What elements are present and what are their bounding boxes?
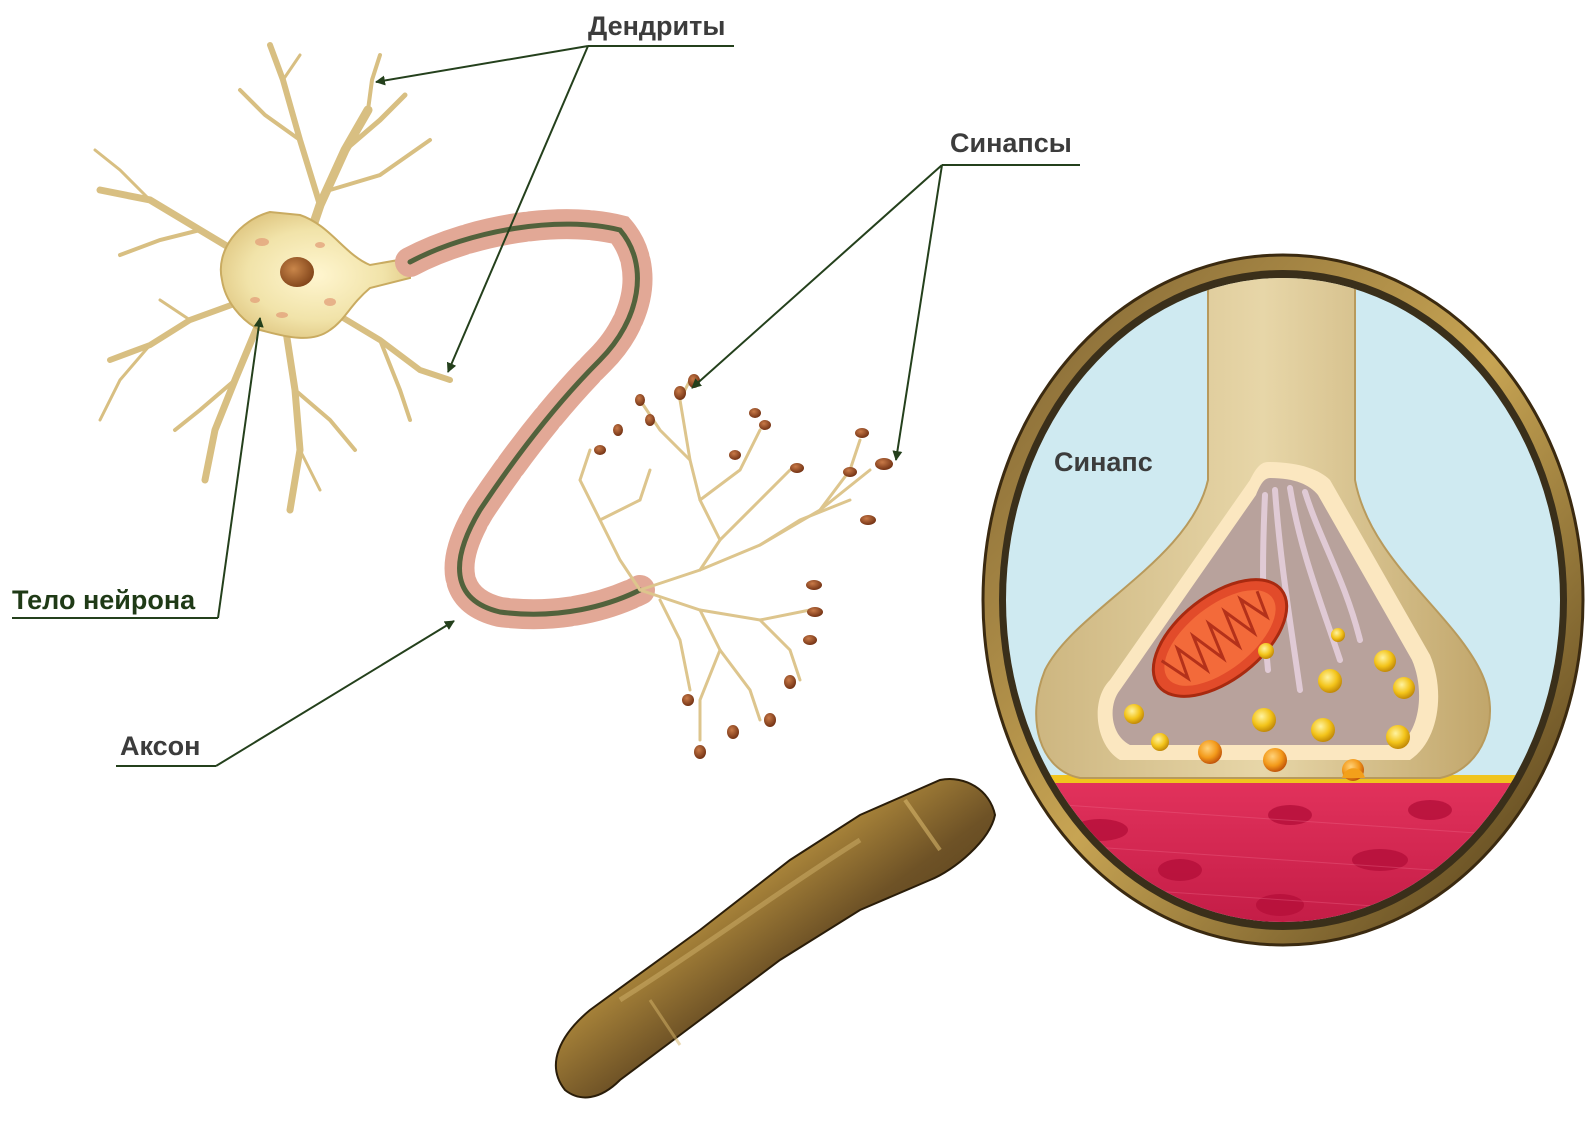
label-dendrites: Дендриты	[588, 10, 725, 42]
magnifier-handle	[556, 779, 995, 1097]
label-axon: Аксон	[120, 730, 200, 762]
synaptic-bulbs	[594, 374, 893, 759]
axon-terminals	[580, 380, 870, 740]
label-neuron-body: Тело нейрона	[12, 584, 195, 616]
nucleus	[280, 257, 314, 287]
axon-shape	[410, 224, 640, 614]
label-synapses: Синапсы	[950, 127, 1072, 159]
label-synapse: Синапс	[1054, 446, 1153, 478]
neuron-body-shape	[221, 212, 410, 338]
